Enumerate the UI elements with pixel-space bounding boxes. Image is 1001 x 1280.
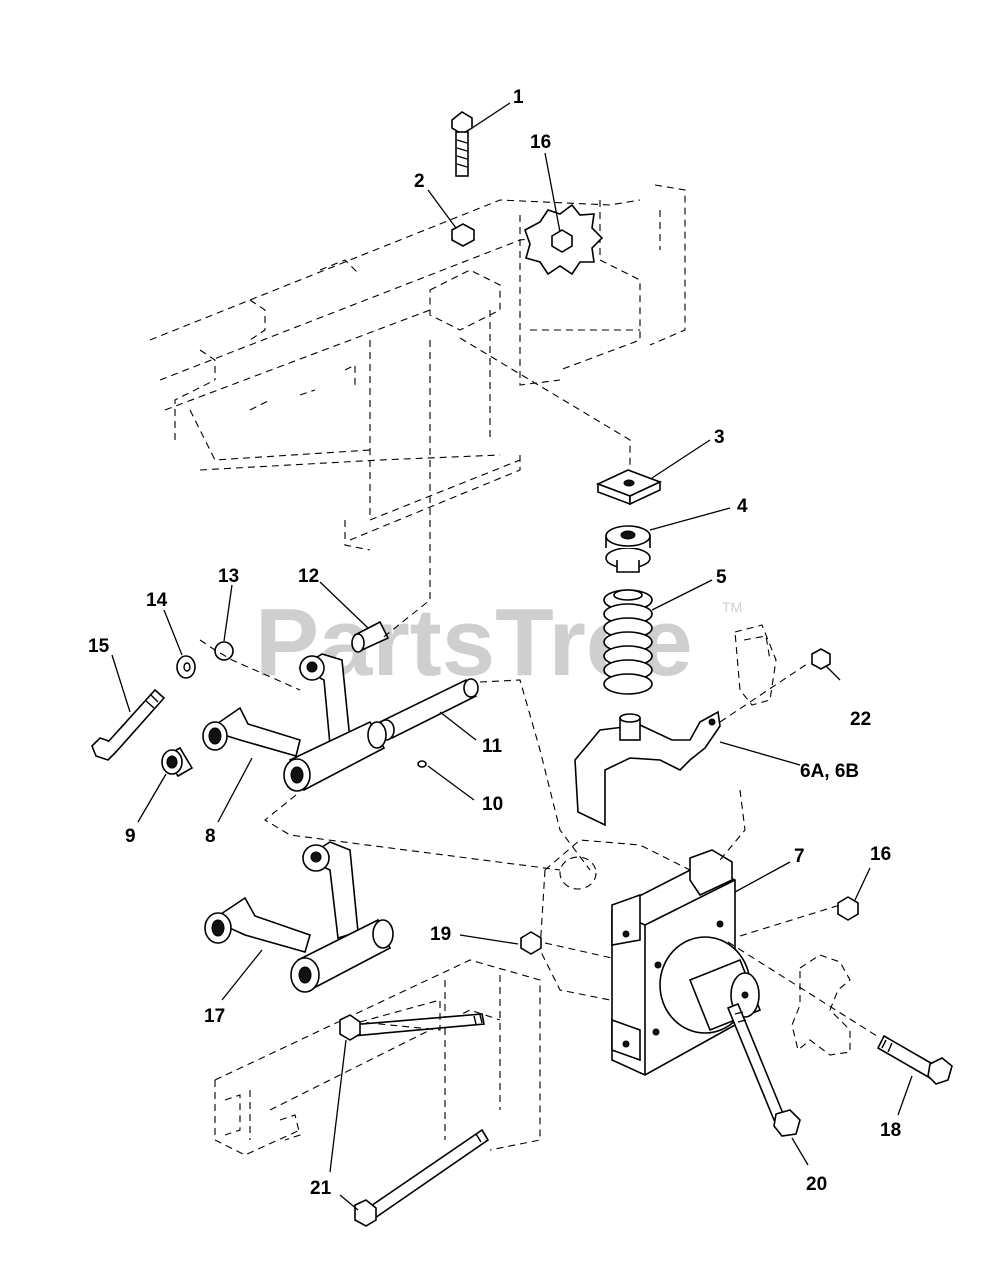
bracket-6a-6b [574, 710, 721, 827]
spring-5 [603, 589, 653, 695]
nut-22 [811, 648, 831, 670]
callout-15: 15 [88, 636, 110, 657]
spring-cap-4 [605, 525, 651, 573]
bolts-21 [339, 1013, 490, 1227]
nut-16-upper [551, 229, 573, 253]
callout-17: 17 [204, 1006, 225, 1027]
callout-10: 10 [482, 794, 503, 815]
sleeve-12 [351, 620, 390, 653]
pin-10 [417, 760, 427, 768]
ring-13 [214, 641, 234, 661]
leader-lines [111, 102, 913, 1211]
callout-5: 5 [716, 567, 727, 588]
callout-4: 4 [737, 496, 748, 517]
callout-8: 8 [205, 826, 216, 847]
callout-20: 20 [806, 1174, 827, 1195]
callout-19: 19 [430, 924, 451, 945]
pin-11 [377, 678, 479, 741]
callout-9: 9 [125, 826, 136, 847]
bolt-20 [726, 1002, 801, 1137]
bolt-1 [451, 111, 473, 177]
callout-16-upper: 16 [530, 132, 551, 153]
bolt-15 [91, 688, 166, 761]
callout-14: 14 [146, 590, 168, 611]
square-plate-3 [595, 469, 663, 506]
bushing-9 [161, 746, 194, 778]
callout-3: 3 [714, 427, 725, 448]
callout-18: 18 [880, 1120, 901, 1141]
callout-12: 12 [298, 566, 319, 587]
nut-2 [451, 223, 475, 247]
callout-11: 11 [482, 736, 503, 757]
assembly-lines [199, 337, 881, 1039]
callout-1: 1 [513, 87, 524, 108]
bolt-18 [876, 1034, 953, 1085]
arm-assembly-8 [202, 653, 387, 792]
arm-assembly-17 [204, 841, 394, 993]
watermark-trademark: TM [722, 599, 742, 615]
nut-16-lower [837, 896, 859, 921]
bracket-ghost-right [791, 954, 851, 1056]
callout-6a-6b: 6A, 6B [800, 761, 859, 782]
callout-16-lower: 16 [870, 844, 891, 865]
lower-frame-outline [214, 959, 541, 1156]
washer-14 [176, 655, 196, 679]
callout-2: 2 [414, 171, 425, 192]
callout-7: 7 [794, 846, 805, 867]
callout-21: 21 [310, 1178, 332, 1199]
nut-19 [520, 931, 542, 955]
callout-13: 13 [218, 566, 239, 587]
bracket-ghost-6 [734, 624, 777, 706]
mounting-plate-7 [611, 849, 762, 1076]
callout-labels: 1 2 16 3 4 5 13 12 14 15 22 11 6A, 6B 10… [88, 87, 901, 1199]
callout-22: 22 [850, 709, 871, 730]
